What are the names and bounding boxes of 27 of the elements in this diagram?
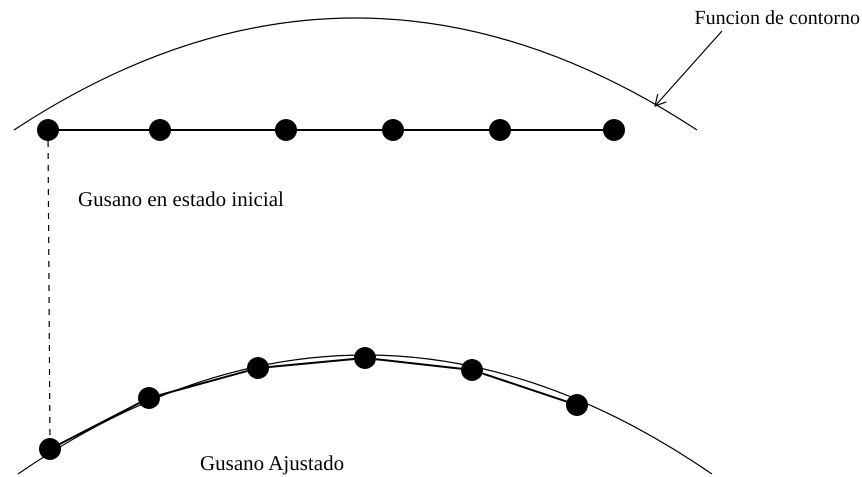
worm-segment bbox=[376, 358, 462, 370]
worm-segment bbox=[511, 129, 603, 131]
worm-node bbox=[247, 357, 269, 379]
worm-segment bbox=[482, 372, 567, 402]
contour-label: Funcion de contorno bbox=[694, 7, 860, 29]
worm-segment bbox=[171, 129, 275, 131]
worm-segment bbox=[159, 370, 248, 396]
worm-node bbox=[39, 438, 61, 460]
worm-node bbox=[566, 394, 588, 416]
dashed-line bbox=[47, 141, 51, 438]
worm-node bbox=[37, 119, 59, 141]
worm-node bbox=[138, 387, 160, 409]
worm-node bbox=[275, 119, 297, 141]
worm-node bbox=[354, 347, 376, 369]
worm-node bbox=[603, 119, 625, 141]
leader-arrow bbox=[654, 30, 722, 107]
caption-text: Gusano Ajustado bbox=[200, 450, 344, 476]
worm-node bbox=[149, 119, 171, 141]
worm-segment bbox=[268, 358, 354, 368]
worm-segment bbox=[297, 129, 382, 131]
worm-node bbox=[489, 119, 511, 141]
caption-text: Gusano en estado inicial bbox=[78, 186, 284, 212]
worm-node bbox=[382, 119, 404, 141]
worm-segment bbox=[404, 129, 489, 131]
worm-segment bbox=[59, 402, 140, 445]
worm-node bbox=[461, 359, 483, 381]
worm-segment bbox=[59, 129, 149, 131]
